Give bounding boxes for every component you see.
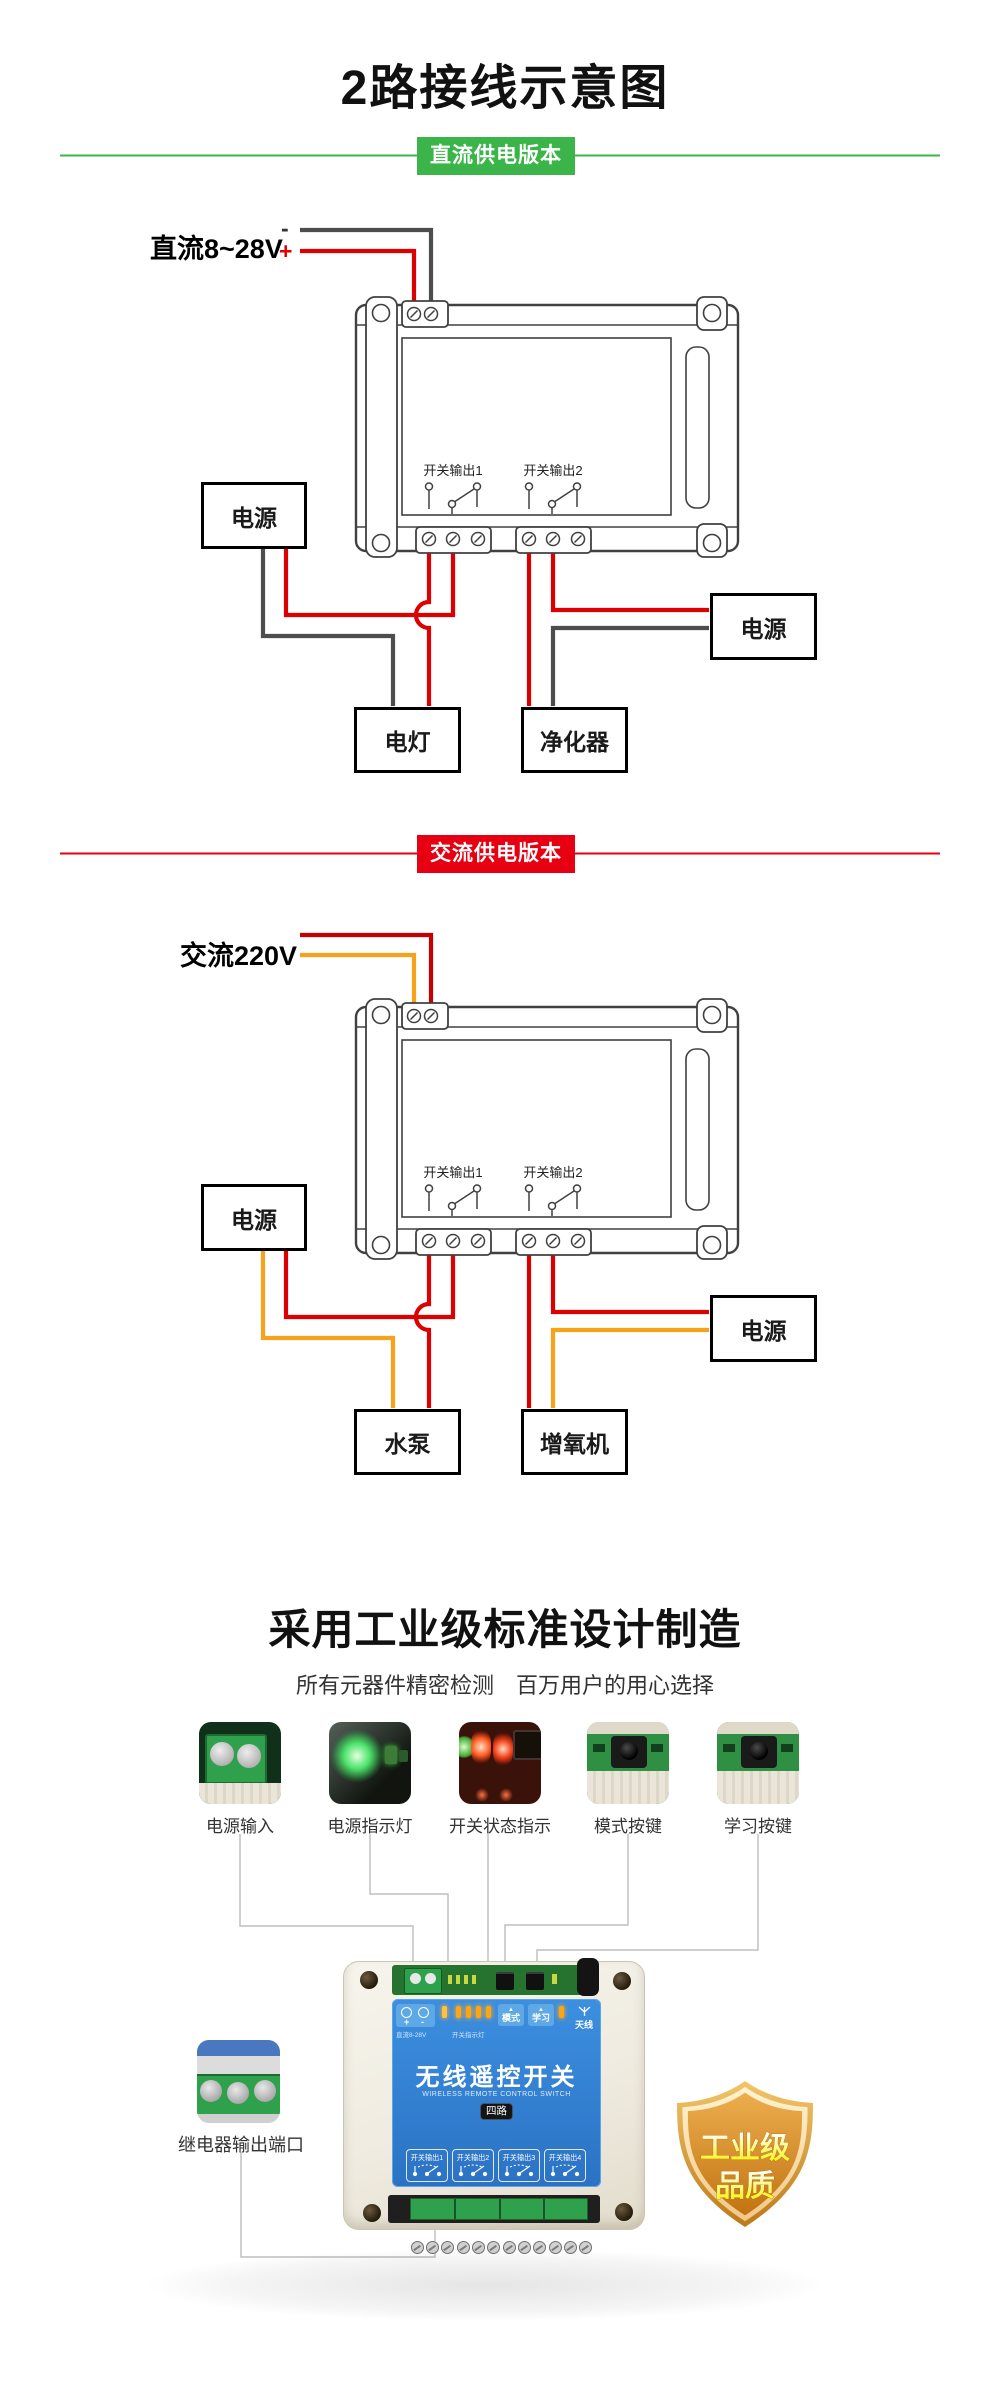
callout-lines <box>239 1834 759 2258</box>
case-screw-icon <box>615 2203 633 2221</box>
dc-power-left-box: 电源 <box>201 482 307 549</box>
panel-output-1: 开关输出1 <box>406 2149 448 2182</box>
power-led-icon <box>442 2006 447 2018</box>
panel-minus: - <box>421 2017 424 2027</box>
ac-channel2-label: 开关输出2 <box>523 1165 583 1180</box>
triangle-icon: ▲ <box>538 2007 544 2013</box>
learn-button: ▲ 学习 <box>528 2004 554 2026</box>
page-title: 2路接线示意图 <box>340 62 670 115</box>
panel-plus: + <box>404 2017 410 2027</box>
panel-power-terminal: + - <box>396 2004 435 2027</box>
case-screw-icon <box>360 1971 378 1989</box>
ac-load2-box: 增氧机 <box>521 1409 628 1475</box>
feature-label-learn-button: 学习按键 <box>724 1817 792 1836</box>
mode-button: ▲ 模式 <box>498 2004 524 2026</box>
channel-led-icon <box>476 2006 481 2018</box>
feature-photo-mode-button <box>587 1722 669 1804</box>
dc-load1-box: 电灯 <box>354 707 461 773</box>
ac-version-badge: 交流供电版本 <box>417 835 575 873</box>
dc-plus-sign: + <box>279 238 293 264</box>
feature-photo-power-led <box>329 1722 411 1804</box>
top-pcb <box>392 1965 588 1995</box>
panel-led-text: 开关指示灯 <box>452 2032 485 2039</box>
dc-power-right-box: 电源 <box>710 593 817 660</box>
case-screw-icon <box>363 2204 381 2222</box>
feature-photo-power-input <box>199 1722 281 1804</box>
ac-load1-box: 水泵 <box>354 1409 461 1475</box>
feature-label-mode-button: 模式按键 <box>594 1817 662 1836</box>
ac-wires <box>260 932 709 1408</box>
ac-input-label: 交流220V <box>180 941 298 971</box>
industrial-quality-shield-badge: 工业级 品质 <box>677 2081 813 2227</box>
signal-led-icon <box>559 2006 564 2018</box>
dc-channel1-label: 开关输出1 <box>423 463 483 478</box>
feature-photo-relay-port <box>197 2040 280 2123</box>
dc-input-label: 直流8~28V <box>150 234 283 264</box>
device-name-en: WIRELESS REMOTE CONTROL SWITCH <box>422 2091 571 2098</box>
feature-photo-status-led <box>459 1722 541 1804</box>
channel-led-icon <box>466 2006 471 2018</box>
channel-led-icon <box>486 2006 491 2018</box>
front-panel: + - 直流8-28V 开关指示灯 ▲ 模式 ▲ 学习 <box>392 1999 601 2187</box>
ac-power-right-box: 电源 <box>710 1295 817 1362</box>
antenna-glyph-icon <box>578 2006 590 2016</box>
relay-port-label: 继电器输出端口 <box>178 2135 304 2155</box>
panel-antenna: 天线 <box>570 2003 598 2030</box>
variant-badge: 四路 <box>481 2104 512 2119</box>
feature-label-status-led: 开关状态指示 <box>449 1817 551 1836</box>
panel-output-4: 开关输出4 <box>544 2149 586 2182</box>
relay-device-ac <box>356 999 738 1259</box>
shield-text-line2: 品质 <box>715 2170 775 2203</box>
feature-label-power-led: 电源指示灯 <box>327 1817 413 1836</box>
dc-version-badge: 直流供电版本 <box>417 137 575 175</box>
quality-title: 采用工业级标准设计制造 <box>268 1606 742 1653</box>
panel-output-3: 开关输出3 <box>498 2149 540 2182</box>
panel-power-text: 直流8-28V <box>396 2032 427 2039</box>
dc-wires <box>260 227 709 706</box>
panel-output-2: 开关输出2 <box>452 2149 494 2182</box>
ac-channel1-label: 开关输出1 <box>423 1165 483 1180</box>
ground-shadow <box>140 2248 830 2322</box>
device-name: 无线遥控开关 <box>415 2064 578 2091</box>
shield-text-line1: 工业级 <box>700 2132 790 2165</box>
ac-power-left-box: 电源 <box>201 1184 307 1251</box>
quality-subtitle: 所有元器件精密检测 百万用户的用心选择 <box>295 1673 714 1698</box>
dc-load2-box: 净化器 <box>521 707 628 773</box>
product-photo: + - 直流8-28V 开关指示灯 ▲ 模式 ▲ 学习 <box>343 1958 645 2230</box>
case-screw-icon <box>613 1972 631 1990</box>
dc-minus-sign: - <box>281 215 289 241</box>
triangle-icon: ▲ <box>508 2007 514 2013</box>
feature-label-power-input: 电源输入 <box>206 1817 274 1836</box>
channel-led-icon <box>456 2006 461 2018</box>
antenna-icon <box>577 1958 599 1996</box>
bottom-terminal-strip <box>410 2198 588 2220</box>
dc-channel2-label: 开关输出2 <box>523 463 583 478</box>
feature-photo-learn-button <box>717 1722 799 1804</box>
relay-device-dc <box>356 297 738 557</box>
